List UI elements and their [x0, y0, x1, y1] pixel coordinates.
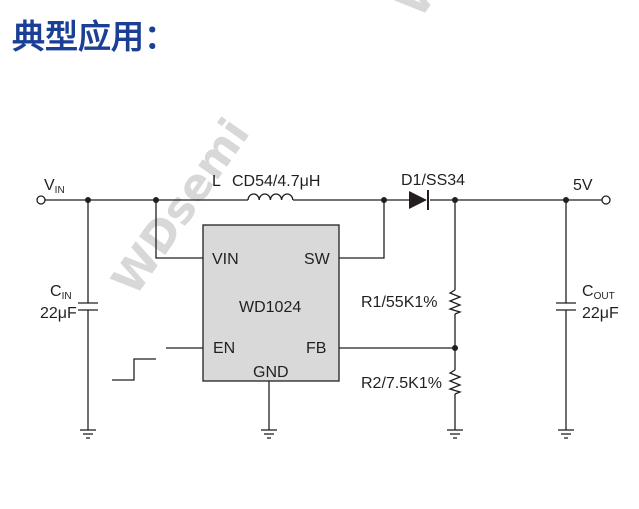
cout-value: 22μF	[582, 305, 619, 322]
ic-pin-vin: VIN	[212, 251, 239, 268]
ic-name: WD1024	[239, 299, 301, 316]
vout-label: 5V	[573, 177, 593, 194]
r2-symbol	[448, 369, 462, 395]
inductor-value: CD54/4.7μH	[232, 173, 320, 190]
cout-ref: COUT	[582, 283, 615, 302]
r1-symbol	[448, 289, 462, 315]
inductor-symbol	[247, 193, 294, 201]
watermark-top: WDsemi	[387, 0, 545, 26]
vout-terminal	[601, 195, 611, 205]
ic-body	[202, 224, 340, 382]
ic-pin-gnd: GND	[253, 364, 289, 381]
terminals	[36, 195, 611, 205]
ic-pin-sw: SW	[304, 251, 331, 268]
ground-icon	[558, 429, 574, 439]
r2-label: R2/7.5K1%	[361, 375, 442, 392]
inductor-ref: L	[212, 173, 221, 190]
cin-ref: CIN	[50, 283, 72, 302]
ic-pin-en: EN	[213, 340, 235, 357]
ground-icon	[80, 429, 96, 439]
wiring	[45, 199, 602, 430]
diode-label: D1/SS34	[401, 172, 465, 189]
r1-label: R1/55K1%	[361, 294, 438, 311]
ground-icon	[261, 429, 277, 439]
cin-symbol	[78, 302, 98, 311]
cin-value: 22μF	[40, 305, 77, 322]
ground-icon	[447, 429, 463, 439]
ic-pin-fb: FB	[306, 340, 326, 357]
vin-label: VIN	[44, 177, 65, 196]
junction-dots	[85, 197, 569, 351]
page-title: 典型应用：	[12, 17, 177, 56]
vin-terminal	[36, 195, 46, 205]
cout-symbol	[556, 302, 576, 311]
ground-symbols	[80, 429, 574, 439]
diode-symbol	[409, 190, 429, 210]
